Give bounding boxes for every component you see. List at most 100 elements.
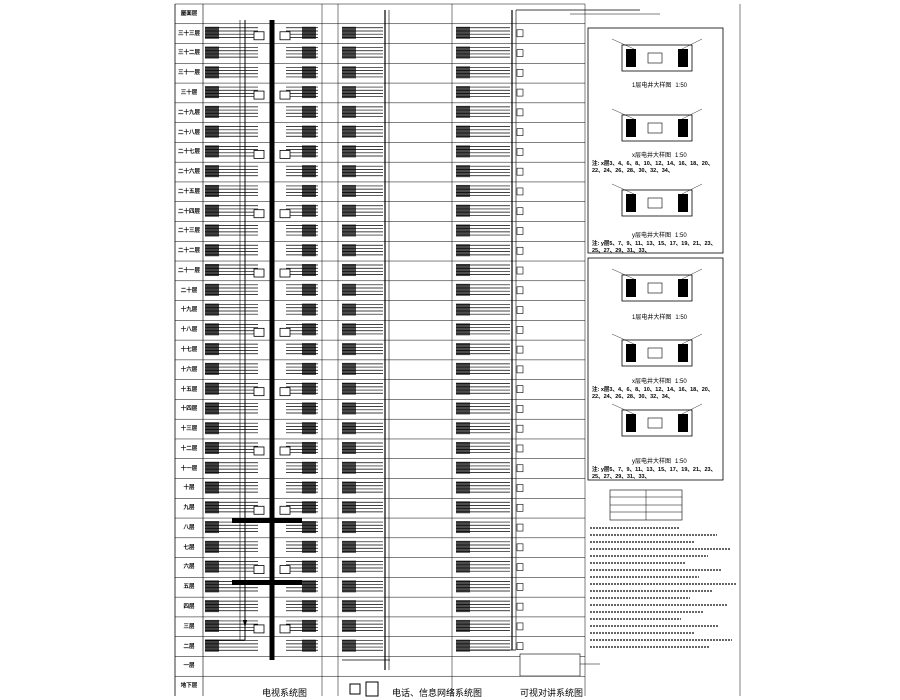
tv-outlet-box [205, 283, 219, 296]
detail-panel-note: 注: y层5、7、9、11、13、15、17、19、21、23、25、27、29… [592, 467, 717, 480]
floor-label: 二十二层 [177, 248, 200, 255]
intercom-outlet-box [456, 362, 470, 375]
leader-line [611, 183, 635, 195]
tv-outlet-box [302, 86, 316, 99]
network-outlet-box [342, 521, 356, 534]
intercom-decoder [516, 306, 524, 314]
network-outlet-box [342, 244, 356, 257]
intercom-decoder [516, 148, 524, 156]
network-outlet-box [342, 105, 356, 118]
floor-label: 二十三层 [177, 228, 200, 235]
tv-splitter [279, 209, 291, 219]
detail-panel-scale: 1:50 [675, 379, 687, 385]
tv-outlet-box [205, 204, 219, 217]
intercom-decoder [516, 108, 524, 117]
tv-splitter [279, 268, 291, 278]
network-outlet-box [342, 560, 356, 573]
floor-label: 三十二层 [177, 50, 200, 57]
intercom-decoder [516, 484, 524, 492]
intercom-outlet-box [456, 481, 470, 494]
network-outlet-box [342, 283, 356, 296]
intercom-outlet-box [456, 422, 470, 435]
shaft-equipment [647, 417, 663, 429]
floor-grid [174, 3, 741, 696]
shaft-cabinet [626, 194, 636, 212]
shaft-equipment [647, 52, 663, 64]
shaft-cabinet [678, 344, 688, 362]
floor-label: 八层 [183, 524, 195, 531]
shaft-cabinet [678, 414, 688, 432]
tv-outlet-box [205, 461, 219, 474]
intercom-decoder [516, 266, 524, 275]
shaft-cabinet [678, 119, 688, 137]
intercom-system-diagram [456, 9, 660, 677]
tv-outlet-box [205, 66, 219, 79]
intercom-decoder [516, 286, 524, 295]
floor-label: 三十层 [180, 89, 198, 96]
tv-outlet-box [302, 184, 316, 197]
intercom-outlet-box [456, 441, 470, 454]
intercom-outlet-box [456, 343, 470, 356]
floor-label: 十层 [183, 485, 195, 492]
intercom-outlet-box [456, 145, 470, 158]
tv-splitter [253, 268, 265, 278]
network-outlet-box [342, 382, 356, 395]
detail-frame-lower [587, 257, 724, 481]
tv-outlet-box [205, 184, 219, 197]
tv-outlet-box [302, 521, 316, 534]
floor-label: 三层 [183, 623, 195, 630]
tv-outlet-box [205, 501, 219, 514]
intercom-decoder [516, 503, 524, 512]
intercom-decoder [516, 88, 524, 97]
leader-line [681, 183, 703, 195]
network-outlet-box [342, 264, 356, 277]
network-cabinet [349, 683, 361, 695]
tv-splitter [253, 446, 265, 456]
intercom-decoder [516, 563, 524, 571]
intercom-outlet-box [456, 402, 470, 415]
network-outlet-box [342, 165, 356, 178]
tv-outlet-box [205, 560, 219, 573]
tv-outlet-box [205, 244, 219, 257]
tv-system-title: 电视系统图 [262, 688, 308, 698]
floor-label: 十四层 [180, 406, 198, 413]
intercom-outlet-box [456, 244, 470, 257]
intercom-outlet-box [456, 283, 470, 296]
floor-label: 二十四层 [177, 208, 200, 215]
tv-outlet-box [302, 481, 316, 494]
network-outlet-box [342, 125, 356, 138]
tv-outlet-box [302, 244, 316, 257]
tv-outlet-box [205, 639, 219, 652]
notes-block [590, 527, 736, 648]
tv-amplifier-symbol [243, 620, 247, 628]
floor-label: 二十六层 [177, 169, 200, 176]
intercom-decoder [516, 207, 524, 216]
network-outlet-box [342, 441, 356, 454]
floor-label: 二十八层 [177, 129, 200, 136]
intercom-system-title: 可视对讲系统图 [520, 688, 584, 698]
shaft-cabinet [678, 49, 688, 67]
shaft-cabinet [626, 49, 636, 67]
intercom-outlet-box [456, 46, 470, 59]
network-outlet-box [342, 422, 356, 435]
network-outlet-box [342, 303, 356, 316]
intercom-outlet-box [456, 560, 470, 573]
tv-splitter [279, 565, 291, 574]
intercom-decoder [516, 464, 524, 473]
intercom-host-box [519, 653, 581, 677]
phone-network-system-diagram [342, 10, 390, 697]
intercom-decoder [516, 167, 524, 176]
shaft-detail-panels [587, 27, 724, 521]
floor-label: 十七层 [180, 347, 198, 353]
tv-outlet-box [302, 362, 316, 375]
tv-outlet-box [205, 303, 219, 316]
intercom-decoder [516, 622, 524, 631]
detail-panel-scale: 1:50 [675, 83, 688, 89]
leader-line [611, 333, 635, 345]
tv-outlet-box [302, 26, 316, 39]
